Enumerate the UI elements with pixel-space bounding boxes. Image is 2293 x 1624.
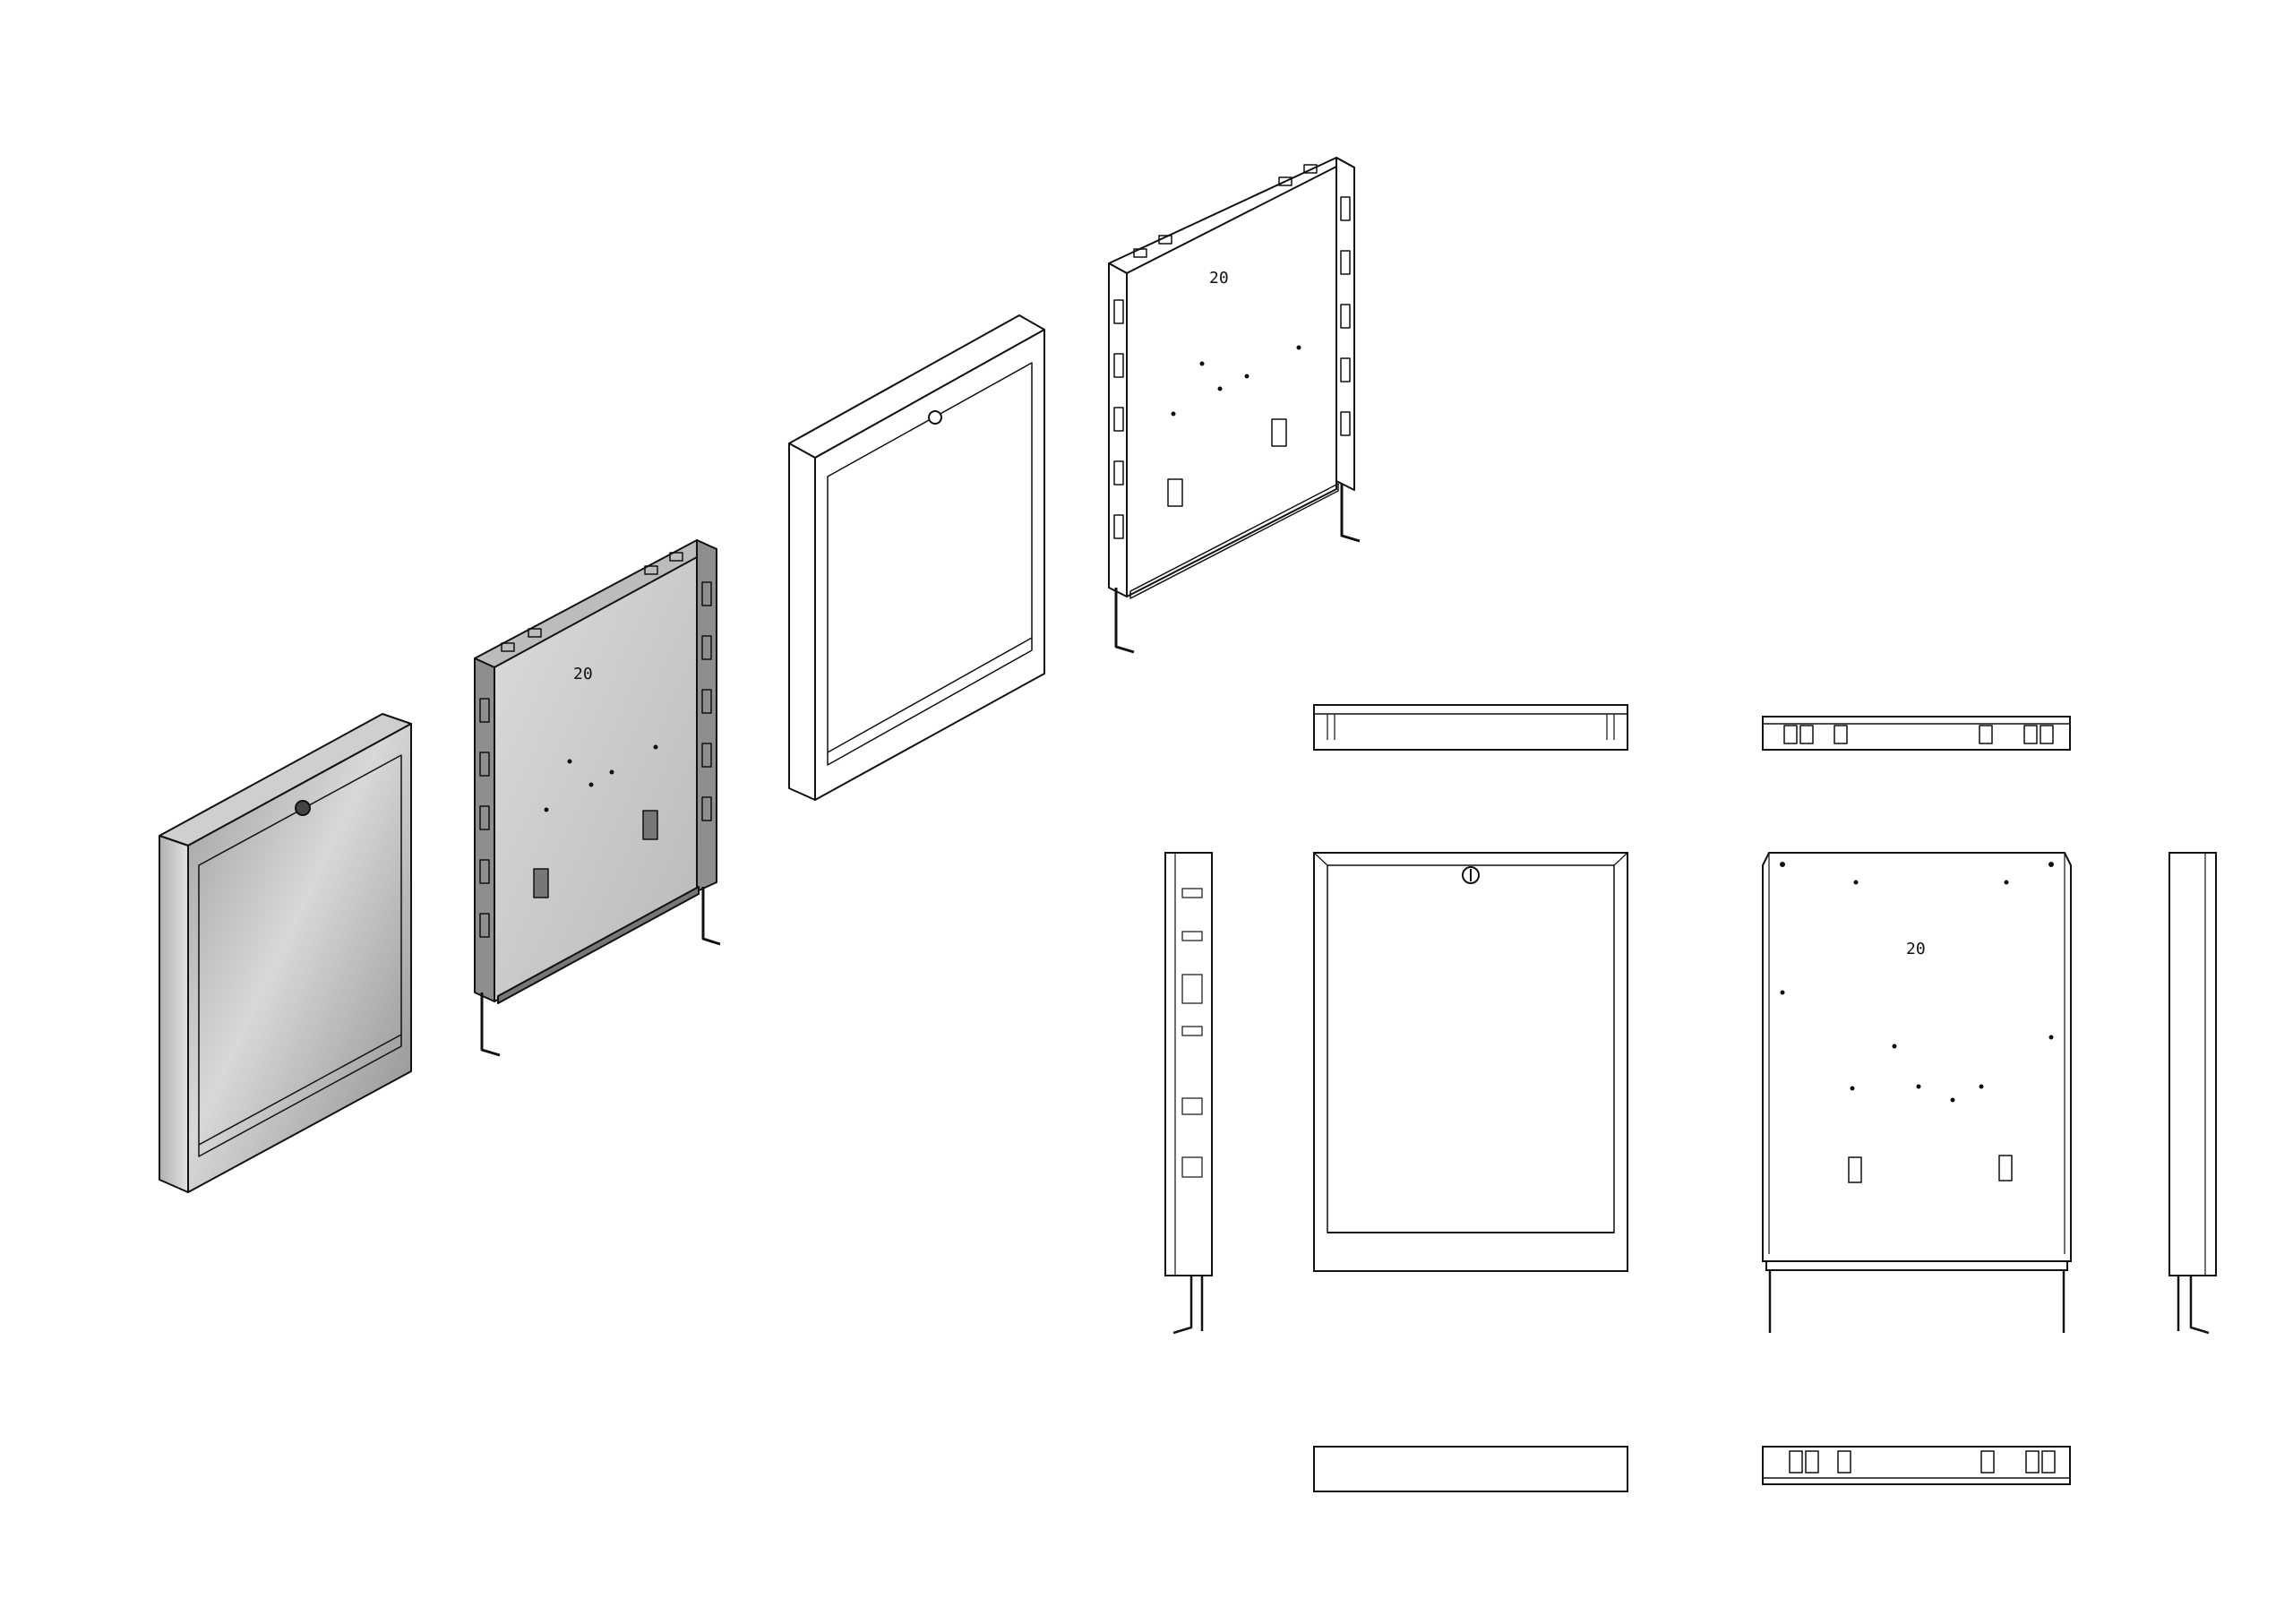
ortho-side-view-left — [1164, 852, 1213, 1335]
iso-cabinet-outline — [788, 314, 1045, 801]
ortho-top-view-frame — [1762, 716, 2071, 751]
iso-frame-outline: 20 — [1108, 157, 1361, 654]
ortho-back-view-frame: 20 — [1762, 852, 2072, 1333]
ortho-bottom-view-cabinet — [1313, 1446, 1628, 1492]
ortho-bottom-view-frame — [1762, 1446, 2071, 1485]
iso-cabinet-shaded — [159, 713, 412, 1193]
ortho-top-view-cabinet — [1313, 704, 1628, 751]
iso-frame-outline-label: 20 — [1209, 269, 1229, 288]
ortho-front-view-cabinet — [1313, 852, 1628, 1272]
ortho-side-view-right — [2168, 852, 2217, 1335]
iso-frame-shaded-label: 20 — [573, 665, 593, 683]
ortho-back-view-label: 20 — [1906, 940, 1926, 958]
iso-frame-shaded: 20 — [474, 539, 721, 1057]
